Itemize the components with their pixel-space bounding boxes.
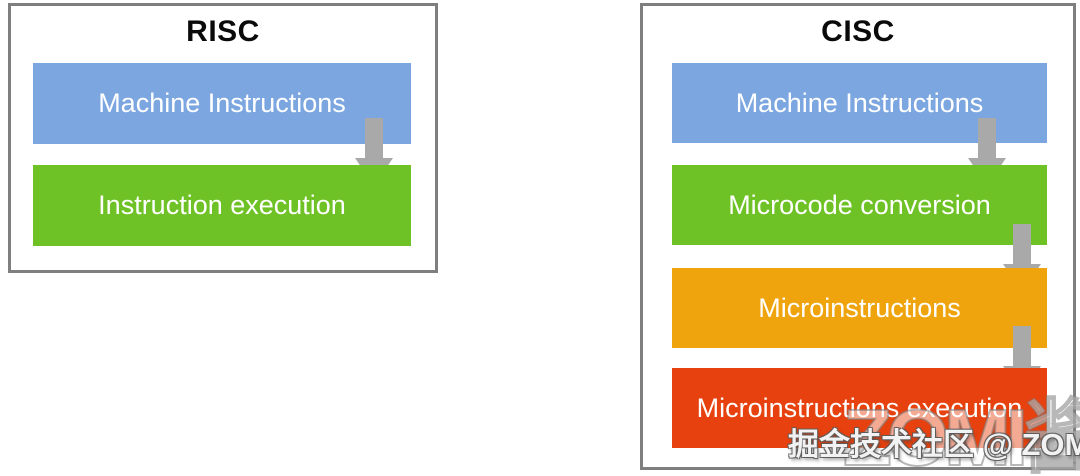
risc-step-instruction-execution: Instruction execution [33,165,411,246]
cisc-panel-title: CISC [821,15,895,48]
risc-step-machine-instructions: Machine Instructions [33,63,411,144]
cisc-step-microinstructions-label: Microinstructions [758,292,961,323]
cisc-step-machine-instructions-label: Machine Instructions [735,87,984,118]
cisc-step-microcode-conversion-label: Microcode conversion [728,189,991,220]
risc-step-instruction-execution-label: Instruction execution [98,190,346,220]
risc-step-machine-instructions-label: Machine Instructions [98,88,346,118]
cisc-step-microinstructions-execution-label: Microinstructions execution [696,392,1023,423]
cisc-step-microcode-conversion: Microcode conversion [672,165,1047,245]
cisc-panel: CISC Machine Instructions Microcode conv… [640,3,1076,470]
cisc-step-microinstructions-execution: Microinstructions execution [672,368,1047,448]
risc-panel: RISC Machine Instructions Instruction ex… [8,3,438,273]
cisc-step-microinstructions: Microinstructions [672,268,1047,348]
risc-panel-title: RISC [186,15,260,48]
